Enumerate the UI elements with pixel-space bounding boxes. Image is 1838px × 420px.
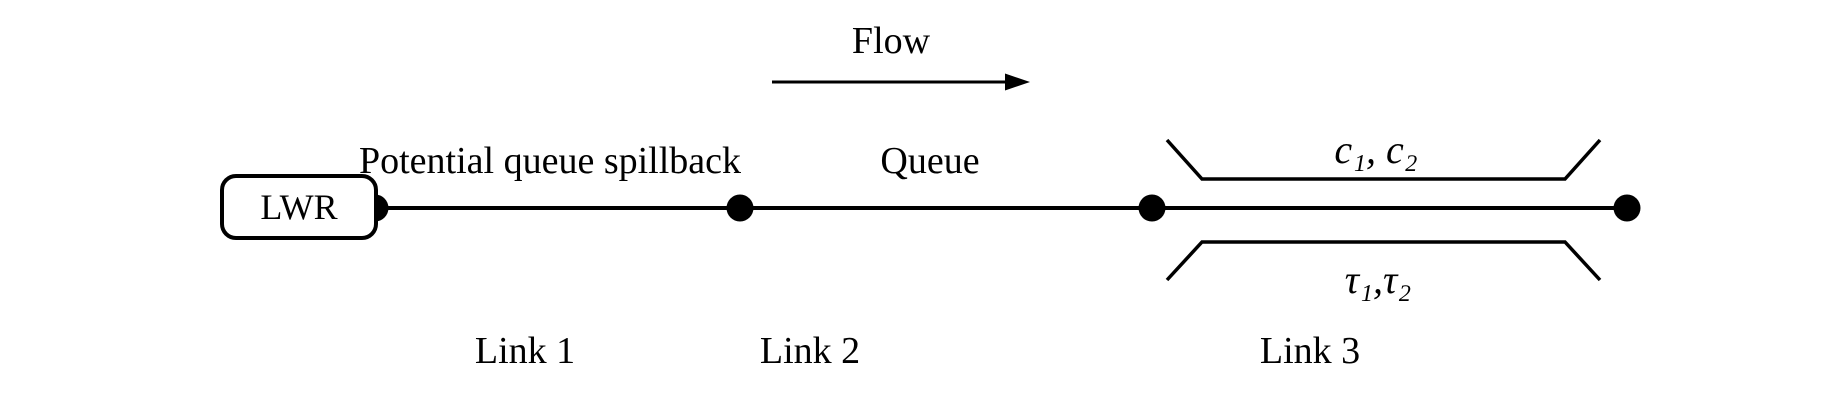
- queue-annotation: Queue: [880, 140, 980, 182]
- flow-arrow-head-icon: [1005, 73, 1030, 91]
- node-dot-3: [1138, 194, 1166, 222]
- spillback-annotation: Potential queue spillback: [358, 140, 742, 182]
- node-dot-4: [1613, 194, 1641, 222]
- capacity-bracket-top: [1165, 138, 1602, 181]
- link-3-caption: Link 3: [1259, 330, 1361, 372]
- travel-time-bracket-bottom: [1165, 240, 1602, 282]
- flow-label: Flow: [851, 20, 931, 62]
- link-2-caption: Link 2: [759, 330, 861, 372]
- lwr-box-label: LWR: [260, 187, 338, 227]
- capacity-annotation: c₁, c₂: [1334, 127, 1418, 172]
- link-1-caption: Link 1: [474, 330, 576, 372]
- lwr-box: LWR: [220, 174, 378, 240]
- travel-time-annotation: τ₁,τ₂: [1344, 257, 1412, 302]
- node-dot-2: [726, 194, 754, 222]
